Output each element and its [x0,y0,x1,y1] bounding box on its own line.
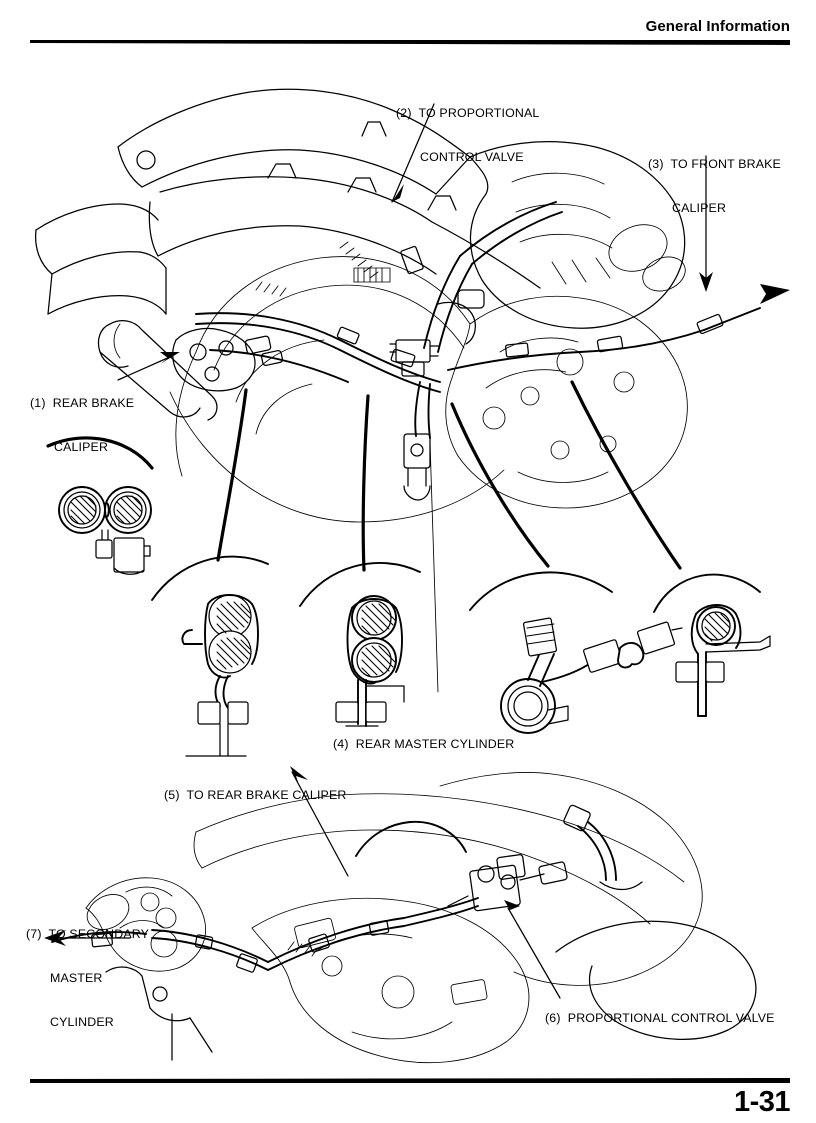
detail-bubble-clamp-twin-vertical [299,394,421,727]
leader-arrow-6 [507,907,561,999]
figure-rear-brake-line-routing [0,52,816,757]
leader-line-4 [429,441,439,693]
callout-3-label: (3) TO FRONT BRAKE CALIPER [648,157,781,215]
leader-arrow-5 [291,771,349,877]
callout-5-label: (5) TO REAR BRAKE CALIPER [164,788,347,803]
callout-1-label: (1) REAR BRAKE CALIPER [30,396,135,454]
leader-arrow-1 [117,355,173,381]
detail-bubble-banjo-fitting [450,402,683,734]
callout-4-label: (4) REAR MASTER CYLINDER [333,737,515,752]
detail-bubble-clamp-twin-horizontal [46,436,154,575]
callout-2-label: (2) TO PROPORTIONAL CONTROL VALVE [396,106,540,164]
leader-arrow-2 [391,103,435,203]
detail-bubble-clamp-twin-vertical-hook [151,388,269,757]
header-divider-rule [30,40,790,45]
callout-6-label: (6) PROPORTIONAL CONTROL VALVE [545,1011,775,1026]
footer-divider-rule [30,1078,790,1083]
figure-proportional-control-valve-routing [0,740,816,1070]
page-header-title: General Information [645,18,790,35]
callout-7-label: (7) TO SECONDARY MASTER CYLINDER [26,927,150,1029]
detail-bubble-clamp-single [570,380,771,717]
page-number: 1-31 [733,1086,791,1118]
